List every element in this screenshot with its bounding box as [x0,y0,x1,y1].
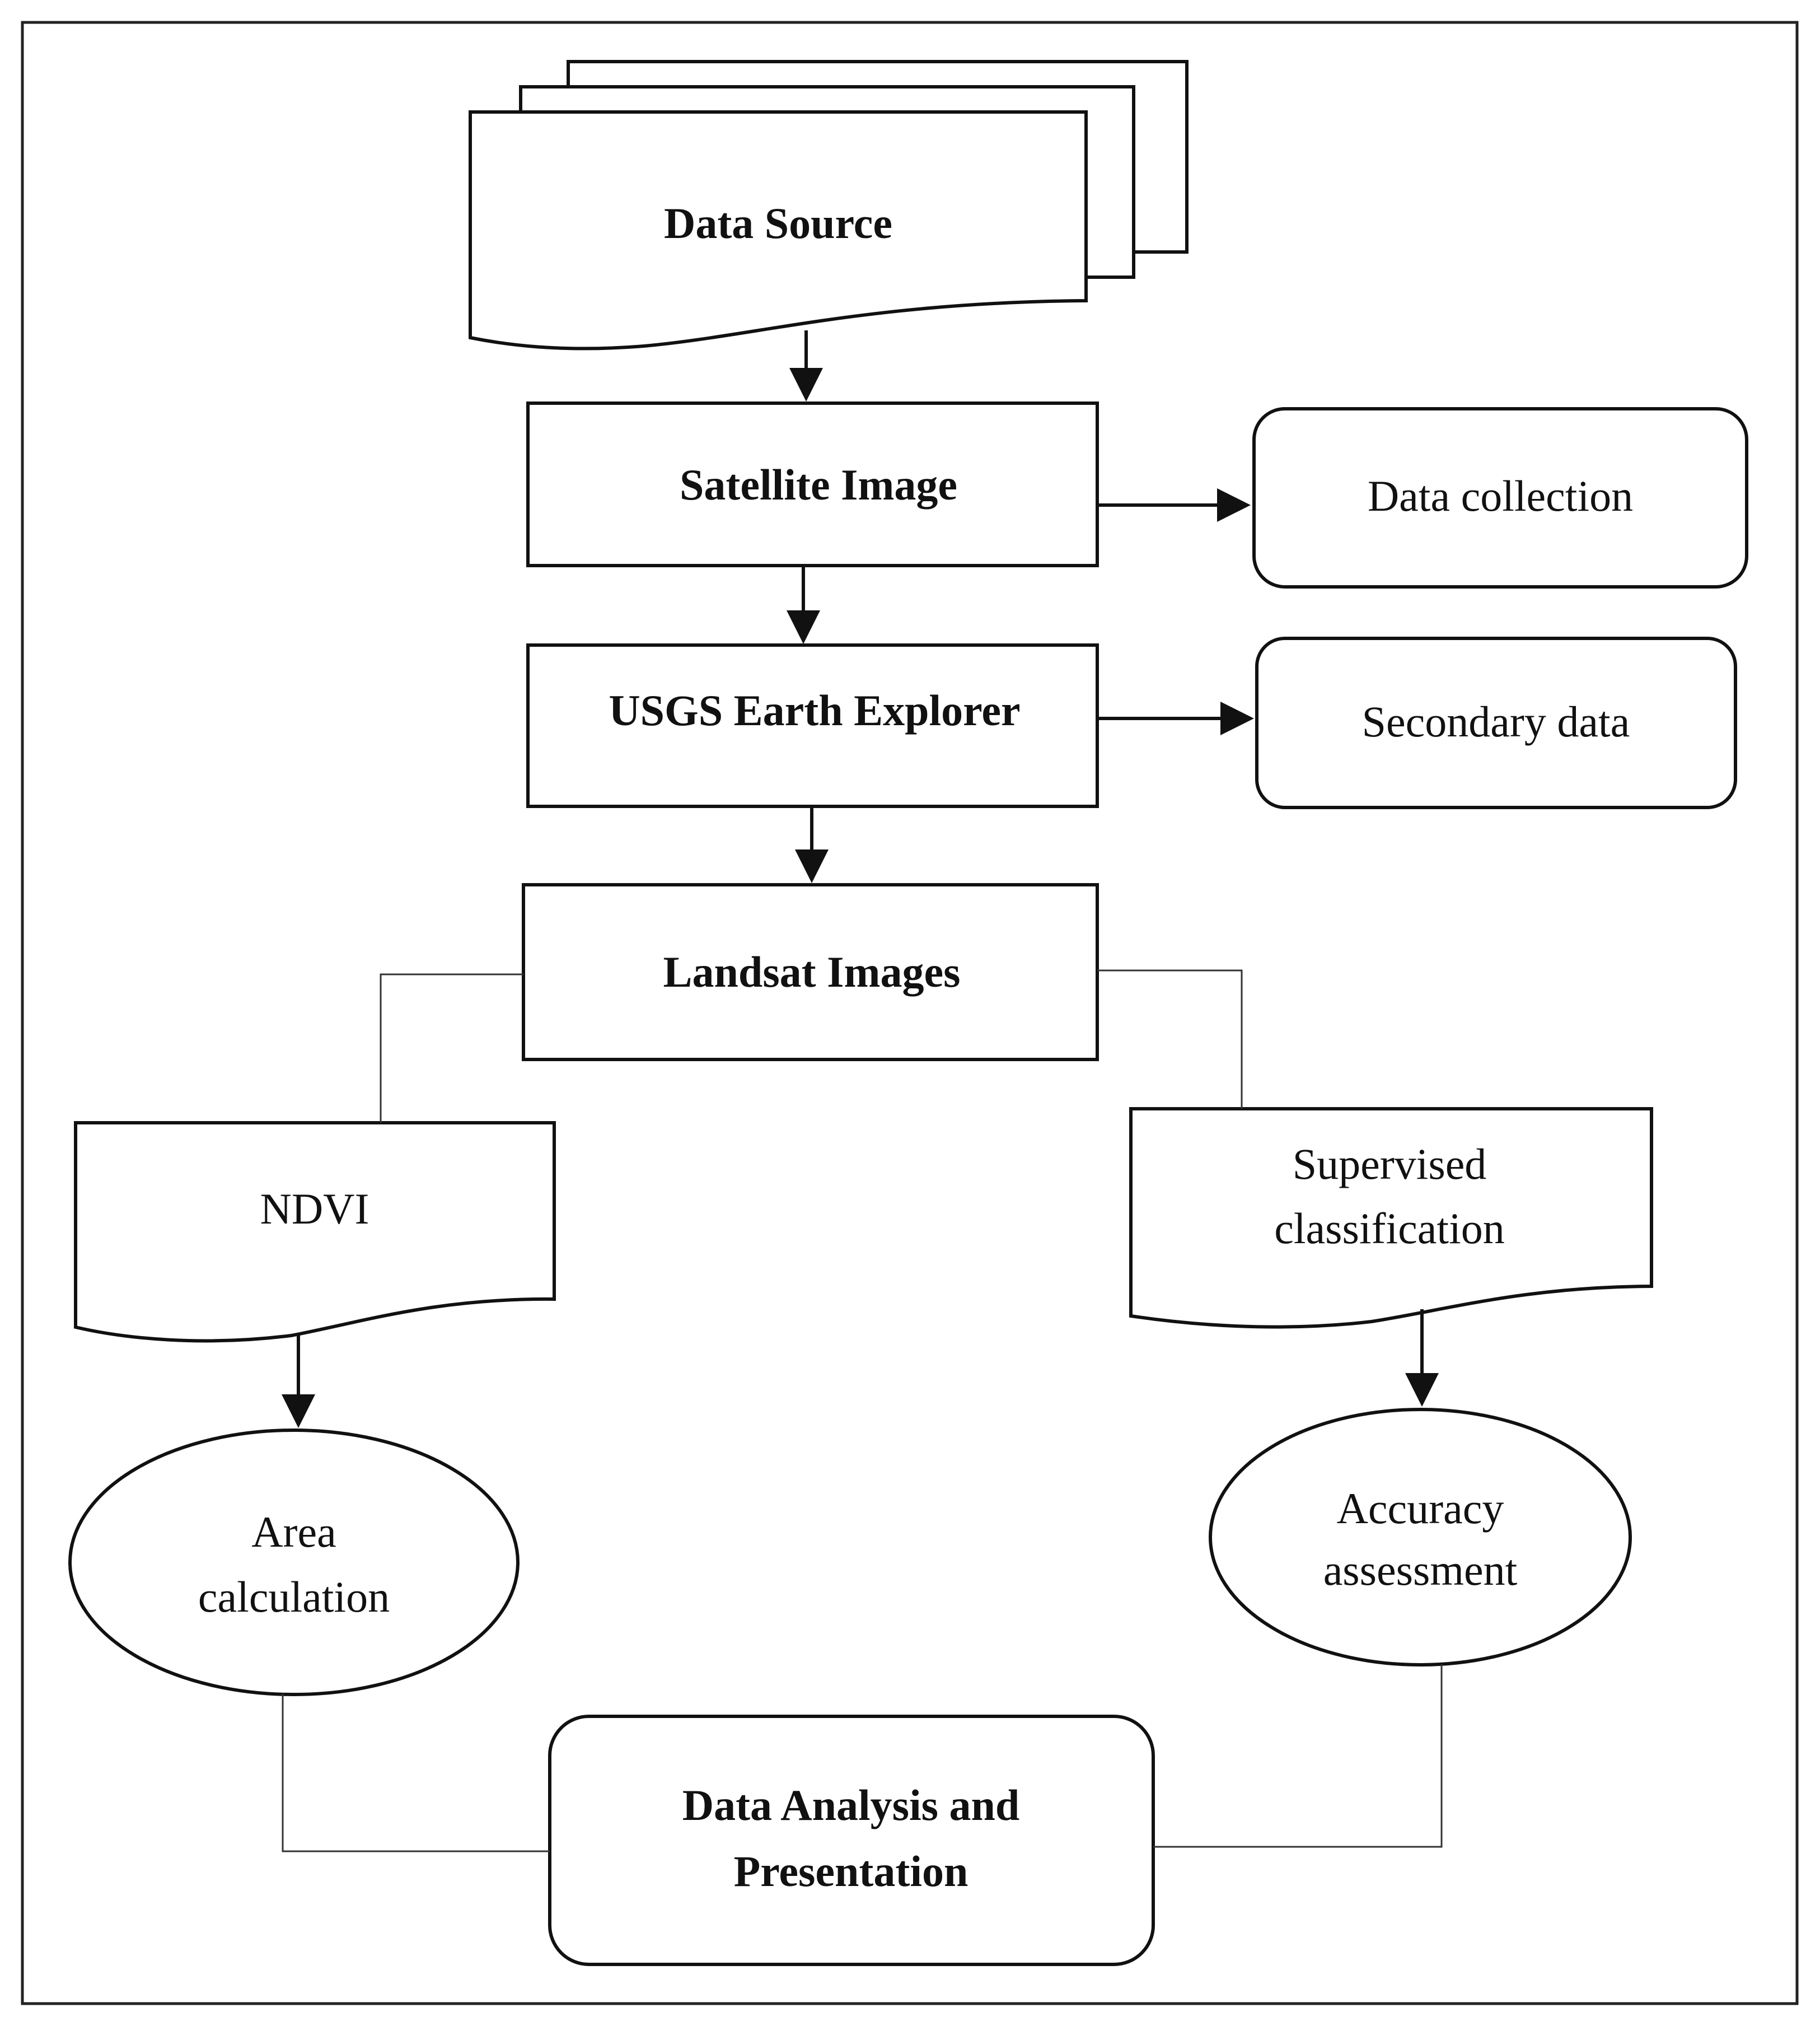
usgs-earth-explorer-node: USGS Earth Explorer [526,643,1099,808]
ndvi-label: NDVI [260,1184,369,1233]
accuracy-label-line2: assessment [1323,1546,1518,1594]
outer-frame [21,21,1799,2005]
ndvi-node: NDVI [74,1121,556,1343]
area-label-line2: calculation [198,1572,390,1621]
data-source-node: Data Source [469,60,1189,351]
supervised-classification-node: Supervised classification [1129,1107,1653,1329]
accuracy-assessment-node: Accuracy assessment [1209,1408,1632,1666]
satellite-image-label: Satellite Image [680,460,957,509]
analysis-label-line2: Presentation [734,1847,969,1896]
supervised-label-line2: classification [1274,1204,1505,1253]
data-analysis-node: Data Analysis and Presentation [548,1715,1155,1966]
area-label-line1: Area [251,1507,336,1556]
connector-landsat-to-supervised [1097,969,1243,1109]
secondary-data-label: Secondary data [1362,697,1630,746]
satellite-image-node: Satellite Image [526,402,1099,567]
area-calculation-node: Area calculation [68,1429,520,1696]
data-collection-node: Data collection [1252,407,1748,589]
usgs-earth-explorer-label: USGS Earth Explorer [609,686,1020,735]
landsat-images-node: Landsat Images [522,883,1099,1061]
data-source-label: Data Source [664,199,892,248]
supervised-label-line1: Supervised [1293,1140,1487,1188]
connector-area-to-analysis [282,1694,550,1852]
secondary-data-node: Secondary data [1255,637,1737,809]
data-collection-label: Data collection [1368,472,1633,520]
connector-accuracy-to-analysis [1153,1664,1443,1848]
connector-landsat-to-ndvi [380,973,523,1123]
accuracy-label-line1: Accuracy [1337,1484,1504,1533]
landsat-images-label: Landsat Images [663,947,961,996]
analysis-label-line1: Data Analysis and [682,1781,1020,1829]
